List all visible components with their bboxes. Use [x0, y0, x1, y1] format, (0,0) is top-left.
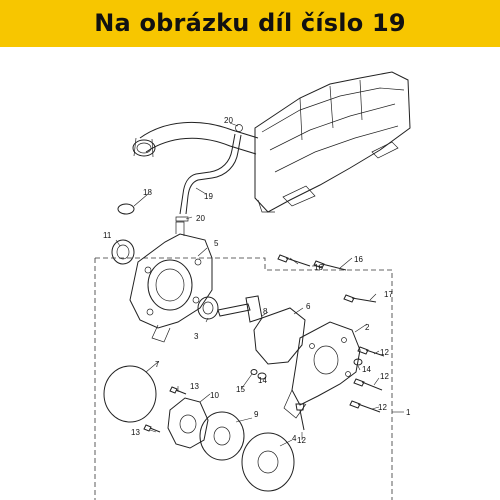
- callout-14-left: 14: [258, 376, 267, 385]
- callout-labels: 20 18 19 20 11 5 16 16 17 8 6 3 2 12 14 …: [103, 116, 411, 445]
- callout-7: 7: [155, 360, 160, 369]
- callout-4: 4: [292, 434, 297, 443]
- gasket-9: [199, 411, 245, 461]
- hose-19: [179, 124, 243, 215]
- callout-10: 10: [210, 391, 219, 400]
- hose-clamp-20: [175, 216, 189, 222]
- callout-1: 1: [406, 408, 411, 417]
- bolts-16: [277, 254, 347, 271]
- intake-duct: [132, 122, 259, 158]
- assembly-boundary: [94, 257, 393, 500]
- bearing-3: [197, 296, 219, 320]
- callout-3: 3: [194, 332, 199, 341]
- callout-20-top: 20: [224, 116, 233, 125]
- leader-lines: [115, 122, 404, 447]
- callout-16-right: 16: [354, 255, 363, 264]
- washer-14: [257, 372, 267, 380]
- gasket-6: [253, 307, 306, 365]
- callout-12-d: 12: [297, 436, 306, 445]
- o-ring-7: [103, 365, 157, 423]
- banner-title: Na obrázku díl číslo 19: [94, 9, 406, 37]
- washer-15: [250, 369, 258, 375]
- callout-19: 19: [204, 192, 213, 201]
- thermostat-10: [167, 397, 209, 449]
- callout-14-right: 14: [362, 365, 371, 374]
- oil-seal-11: [111, 239, 135, 265]
- callout-12-b: 12: [380, 372, 389, 381]
- bolt-17: [343, 294, 377, 303]
- washer-14b: [353, 358, 363, 366]
- impeller-shaft-8: [217, 295, 263, 323]
- callout-18: 18: [143, 188, 152, 197]
- bolts-12: [295, 346, 385, 431]
- pump-cover-2: [283, 321, 361, 419]
- callout-8: 8: [263, 307, 268, 316]
- callout-12-a: 12: [380, 348, 389, 357]
- callout-2: 2: [365, 323, 370, 332]
- callout-13-top: 13: [190, 382, 199, 391]
- callout-12-c: 12: [378, 403, 387, 412]
- callout-16-left: 16: [314, 263, 323, 272]
- cover-4: [241, 432, 295, 492]
- callout-6: 6: [306, 302, 311, 311]
- callout-17: 17: [384, 290, 393, 299]
- callout-11: 11: [103, 231, 112, 240]
- callout-20-clamp: 20: [196, 214, 205, 223]
- air-filter-box: [254, 71, 411, 213]
- pump-housing-5: [129, 221, 213, 343]
- callout-5: 5: [214, 239, 219, 248]
- callout-13-bottom: 13: [131, 428, 140, 437]
- exploded-parts-diagram: 20 18 19 20 11 5 16 16 17 8 6 3 2 12 14 …: [94, 71, 411, 500]
- callout-9: 9: [254, 410, 259, 419]
- o-ring-18: [117, 203, 135, 215]
- title-banner: Na obrázku díl číslo 19: [0, 0, 500, 47]
- callout-15: 15: [236, 385, 245, 394]
- screws-13: [143, 386, 187, 433]
